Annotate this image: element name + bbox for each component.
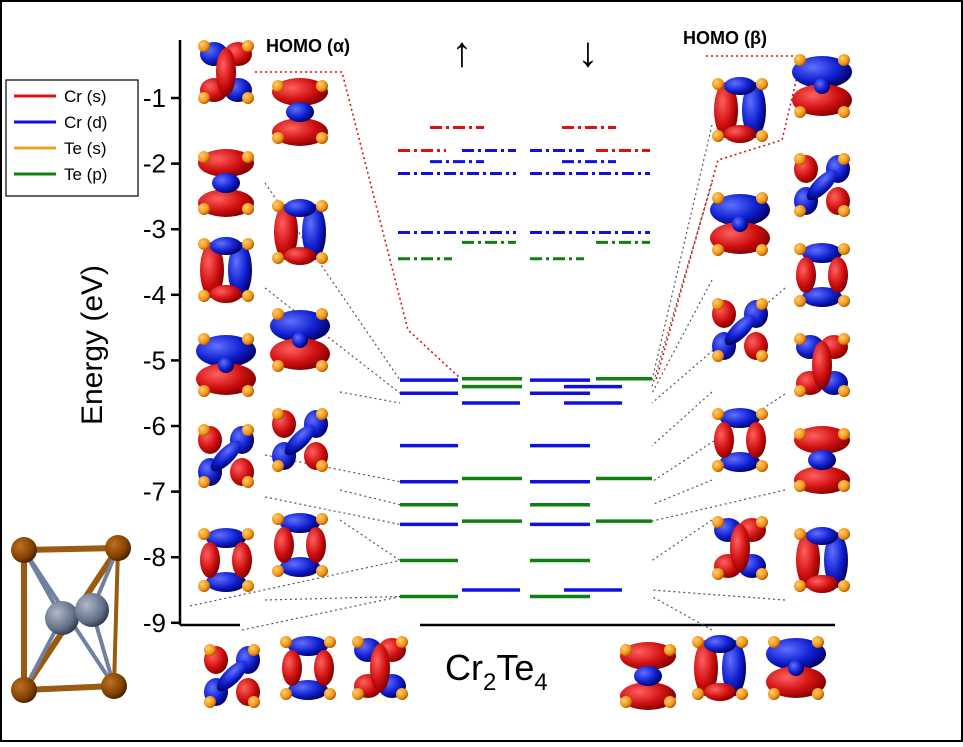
molecule-title: Cr2Te4 bbox=[445, 647, 548, 696]
connector-line bbox=[651, 479, 713, 506]
orbital-image bbox=[794, 527, 850, 593]
connector-line bbox=[651, 287, 786, 404]
connector-line bbox=[651, 182, 713, 387]
connector-line bbox=[189, 559, 401, 607]
orbital-image bbox=[792, 54, 852, 118]
orbital-image bbox=[270, 308, 330, 372]
orbital-image bbox=[712, 298, 768, 362]
orbital-image bbox=[794, 243, 850, 307]
connector-line bbox=[339, 391, 401, 404]
y-tick-label: -2 bbox=[143, 149, 166, 179]
y-axis-label: Energy (eV) bbox=[76, 265, 109, 425]
connector-line bbox=[264, 287, 401, 394]
connector-line bbox=[651, 589, 786, 601]
spin-down-arrow: ↓ bbox=[578, 28, 599, 75]
orbital-image bbox=[198, 40, 254, 104]
orbital-image bbox=[204, 644, 260, 708]
y-tick-label: -5 bbox=[143, 345, 166, 375]
y-tick-label: -8 bbox=[143, 542, 166, 572]
orbital-image bbox=[794, 426, 850, 494]
orbital-image bbox=[712, 77, 768, 143]
legend-label: Te (p) bbox=[64, 165, 107, 184]
legend: Cr (s) Cr (d) Te (s) Te (p) bbox=[5, 79, 139, 197]
y-tick-label: -7 bbox=[143, 477, 166, 507]
orbital-image bbox=[198, 237, 254, 303]
orbital-image bbox=[620, 642, 676, 710]
orbital-image bbox=[272, 408, 328, 472]
connector-line bbox=[651, 519, 713, 561]
connector-line bbox=[651, 596, 713, 631]
orbital-image bbox=[794, 333, 850, 397]
orbital-image bbox=[196, 333, 256, 397]
orbital-image bbox=[198, 528, 254, 592]
homo-alpha-connector bbox=[255, 71, 461, 379]
connector-line bbox=[651, 391, 713, 447]
legend-label: Te (s) bbox=[64, 139, 107, 158]
spin-up-arrow: ↑ bbox=[452, 28, 473, 75]
orbital-image bbox=[766, 636, 826, 700]
homo-beta-connector bbox=[655, 55, 804, 381]
orbital-image bbox=[712, 516, 768, 580]
legend-label: Cr (d) bbox=[64, 113, 107, 132]
orbital-image bbox=[710, 192, 770, 256]
energy-levels bbox=[398, 126, 652, 599]
homo-alpha-label: HOMO (α) bbox=[266, 36, 350, 56]
orbital-image bbox=[712, 408, 768, 472]
orbital-image bbox=[272, 513, 328, 577]
orbital-image bbox=[692, 635, 748, 701]
orbital-image bbox=[794, 153, 850, 217]
y-tick-label: -1 bbox=[143, 83, 166, 113]
y-tick-label: -4 bbox=[143, 280, 166, 310]
connector-line bbox=[339, 519, 401, 561]
orbital-isosurfaces bbox=[196, 40, 852, 710]
orbital-image bbox=[198, 149, 254, 217]
homo-beta-label: HOMO (β) bbox=[683, 28, 767, 48]
connector-line bbox=[241, 595, 401, 631]
orbital-image bbox=[352, 636, 408, 700]
orbital-image bbox=[272, 78, 328, 146]
orbital-connectors bbox=[189, 55, 804, 631]
connector-line bbox=[339, 489, 401, 506]
molecule-structure-image bbox=[11, 535, 131, 703]
legend-label: Cr (s) bbox=[64, 87, 106, 106]
orbital-image bbox=[280, 636, 336, 700]
y-tick-label: -6 bbox=[143, 411, 166, 441]
connector-line bbox=[651, 124, 713, 381]
connector-line bbox=[651, 279, 713, 394]
y-axis: -1 -2 -3 -4 -5 -6 -7 -8 -9 bbox=[143, 40, 835, 638]
y-tick-label: -3 bbox=[143, 214, 166, 244]
orbital-image bbox=[272, 199, 328, 265]
orbital-image bbox=[198, 424, 254, 488]
y-tick-label: -9 bbox=[143, 608, 166, 638]
